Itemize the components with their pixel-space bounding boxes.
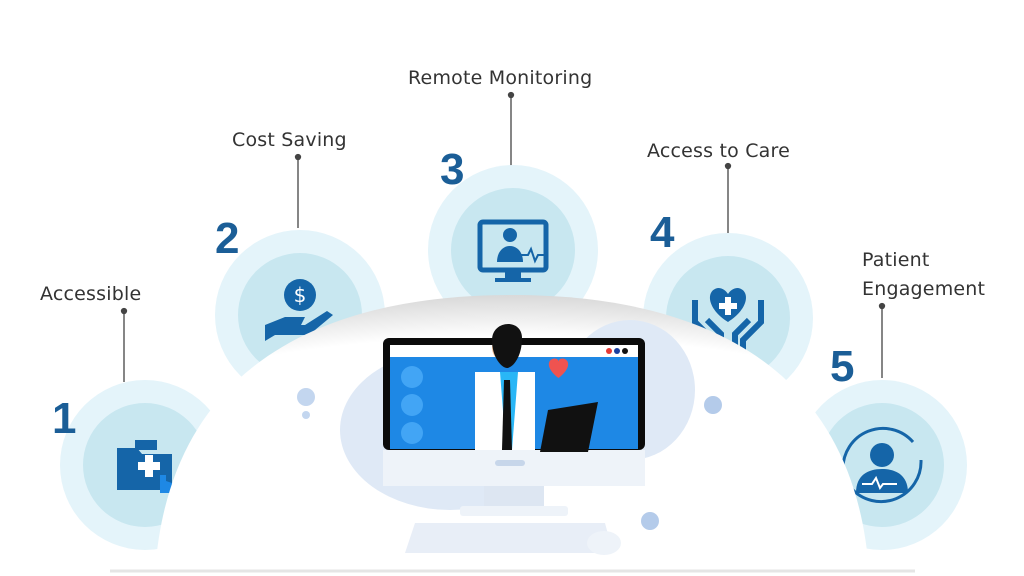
medical-folder-touch-icon	[117, 440, 172, 493]
connector-lines	[120, 91, 886, 382]
step-2-number: 2	[215, 214, 240, 263]
step-1-number: 1	[52, 394, 77, 443]
step-5-number: 5	[830, 342, 855, 391]
svg-text:$: $	[294, 283, 307, 307]
step-4-label: Access to Care	[647, 140, 790, 162]
step-4-number: 4	[650, 208, 675, 257]
step-3-number: 3	[440, 145, 465, 194]
hand-dollar-coin-icon: $	[265, 279, 333, 341]
doctor-monitor-illustration	[297, 320, 722, 555]
step-2-label: Cost Saving	[232, 129, 347, 151]
patient-cycle-icon	[841, 426, 923, 504]
monitor-patient-heartbeat-icon	[477, 219, 549, 282]
step-5-label-line1: Patient	[862, 249, 930, 271]
step-3-label: Remote Monitoring	[408, 67, 593, 89]
step-5-label-line2: Engagement	[862, 278, 986, 300]
step-1-label: Accessible	[40, 283, 142, 305]
